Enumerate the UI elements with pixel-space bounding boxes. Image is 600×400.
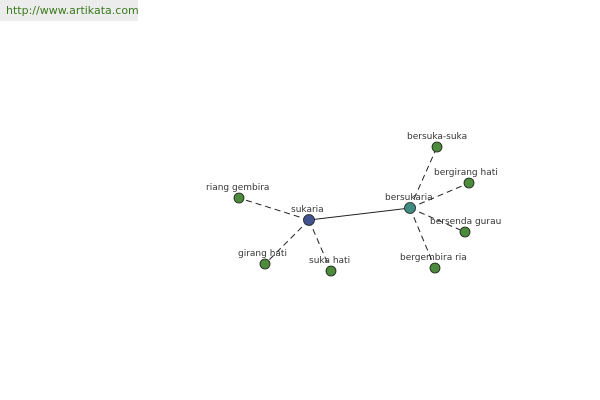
node-label-girang-hati[interactable]: girang hati <box>238 249 287 259</box>
watermark-url: http://www.artikata.com <box>0 0 139 21</box>
node-circle-bersenda-gurau[interactable] <box>459 226 471 238</box>
edge-bersukaria-bergembira-ria <box>409 207 436 269</box>
node-sukaria[interactable]: sukaria <box>291 205 324 226</box>
node-circle-bersuka-suka[interactable] <box>431 141 443 153</box>
edge-sukaria-bersukaria <box>308 207 411 221</box>
node-circle-sukaria[interactable] <box>303 214 315 226</box>
node-circle-bergembira-ria[interactable] <box>429 262 441 274</box>
node-bersenda-gurau[interactable]: bersenda gurau <box>430 217 501 238</box>
node-label-bersukaria[interactable]: bersukaria <box>385 193 433 203</box>
edge-sukaria-girang-hati <box>264 219 310 265</box>
node-label-suka-hati[interactable]: suka hati <box>309 256 350 266</box>
node-riang-gembira[interactable]: riang gembira <box>206 183 269 204</box>
node-circle-bersukaria[interactable] <box>404 202 416 214</box>
node-bergirang-hati[interactable]: bergirang hati <box>434 168 498 189</box>
node-circle-girang-hati[interactable] <box>259 258 271 270</box>
edges-layer <box>238 146 470 272</box>
nodes-layer: sukaria bersukaria riang gembira girang hat… <box>206 132 501 277</box>
node-girang-hati[interactable]: girang hati <box>238 249 287 270</box>
node-label-riang-gembira[interactable]: riang gembira <box>206 183 269 193</box>
edge-bersukaria-bersuka-suka <box>409 146 438 209</box>
node-label-sukaria[interactable]: sukaria <box>291 205 324 215</box>
node-bergembira-ria[interactable]: bergembira ria <box>400 253 467 274</box>
node-label-bergembira-ria[interactable]: bergembira ria <box>400 253 467 263</box>
node-bersukaria[interactable]: bersukaria <box>385 193 433 214</box>
edge-bersukaria-bersenda-gurau <box>409 207 466 233</box>
node-circle-suka-hati[interactable] <box>325 265 337 277</box>
node-label-bersuka-suka[interactable]: bersuka-suka <box>407 132 467 142</box>
node-circle-bergirang-hati[interactable] <box>463 177 475 189</box>
node-bersuka-suka[interactable]: bersuka-suka <box>407 132 467 153</box>
node-circle-riang-gembira[interactable] <box>233 192 245 204</box>
node-label-bergirang-hati[interactable]: bergirang hati <box>434 168 498 178</box>
edge-sukaria-riang-gembira <box>238 197 310 221</box>
node-label-bersenda-gurau[interactable]: bersenda gurau <box>430 217 501 227</box>
edge-bersukaria-bergirang-hati <box>409 182 470 209</box>
node-suka-hati[interactable]: suka hati <box>309 256 350 277</box>
